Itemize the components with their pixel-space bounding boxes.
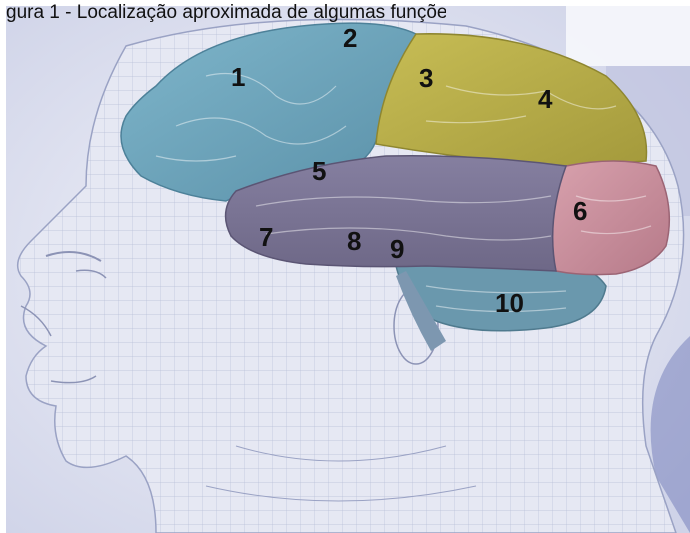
region-label-9: 9 <box>390 234 404 264</box>
figure-caption: gura 1 - Localização aproximada de algum… <box>6 0 446 26</box>
region-label-5: 5 <box>312 156 326 186</box>
region-label-7: 7 <box>259 222 273 252</box>
region-label-8: 8 <box>347 226 361 256</box>
background-light-panel <box>566 6 690 66</box>
brain-head-svg: 1 2 3 4 5 6 7 8 9 10 <box>6 6 690 533</box>
occipital-lobe-region <box>550 161 669 275</box>
region-label-4: 4 <box>538 84 553 114</box>
brain-diagram: 1 2 3 4 5 6 7 8 9 10 <box>6 6 690 533</box>
region-label-2: 2 <box>343 23 357 53</box>
region-label-6: 6 <box>573 196 587 226</box>
region-label-10: 10 <box>495 288 524 318</box>
region-label-3: 3 <box>419 63 433 93</box>
region-label-1: 1 <box>231 62 245 92</box>
